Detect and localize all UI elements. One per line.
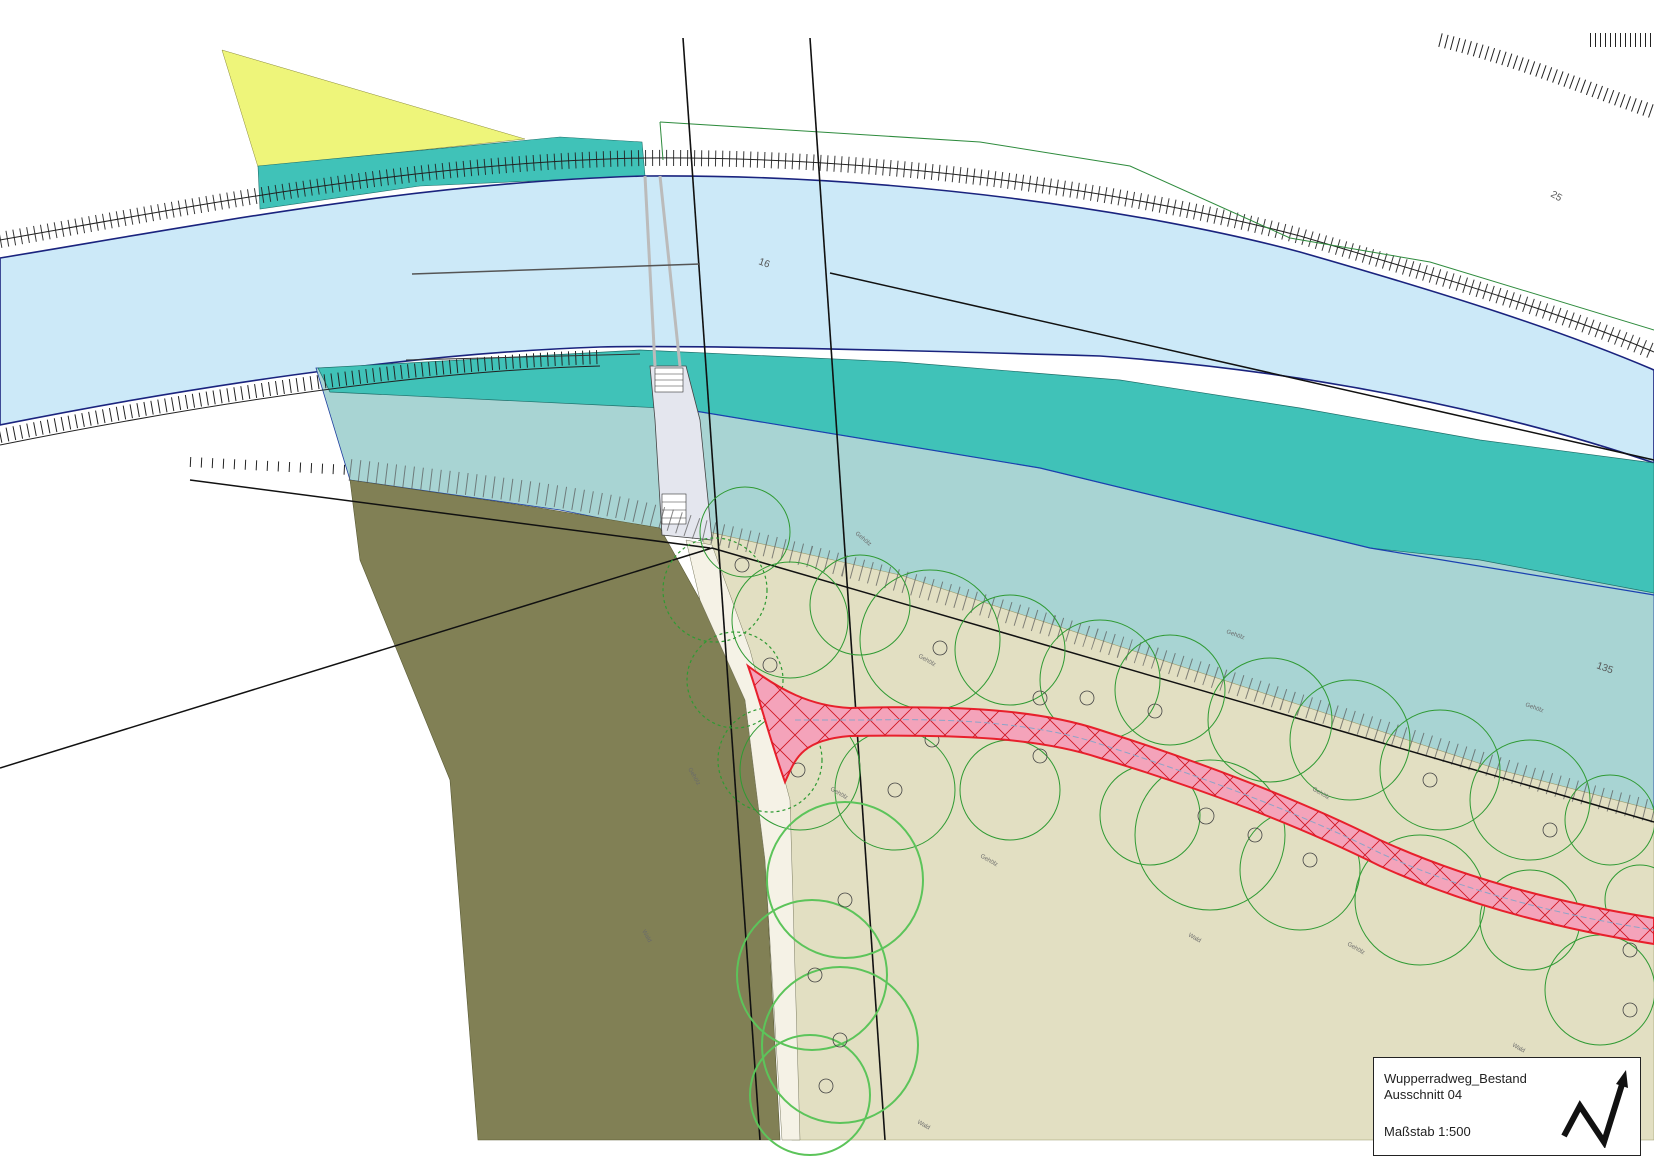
tree-trunks (734, 557, 1638, 1094)
tree-trunk (1302, 852, 1318, 868)
tree-trunk (734, 557, 750, 573)
river-wupper (0, 175, 1654, 464)
survey-boundary (659, 121, 1654, 331)
tree-trunk (1247, 827, 1263, 843)
tree-trunk (832, 1032, 848, 1048)
parcel-number-16: 16 (757, 256, 772, 270)
tree-canopy (761, 966, 919, 1124)
utility-line-2 (809, 37, 886, 1141)
tree-canopy (699, 486, 791, 578)
tree-trunk (1622, 942, 1638, 958)
tree-canopy (1469, 739, 1591, 861)
plan-scale: Maßstab 1:500 (1384, 1124, 1471, 1139)
tree-trunk (818, 1078, 834, 1094)
bike-path-centerline (795, 719, 1654, 931)
tree-canopy (717, 707, 823, 813)
tree-canopy (1207, 657, 1333, 783)
tree-trunk (1079, 690, 1095, 706)
slope-hatching-north (0, 157, 1654, 353)
slope-hatching-south (0, 350, 601, 443)
tree-canopy (1289, 679, 1411, 801)
land-use-label: Wald (1511, 1043, 1526, 1055)
tree-canopies-dotted (662, 537, 823, 813)
land-use-label: Wald (1187, 933, 1202, 945)
tree-canopy (731, 561, 849, 679)
slope-hatching-northeast (1438, 33, 1654, 119)
plan-subtitle: Ausschnitt 04 (1384, 1087, 1463, 1102)
section-line-2 (829, 272, 1654, 461)
tree-trunk (1422, 772, 1438, 788)
tree-trunk (837, 892, 853, 908)
tree-canopy (1379, 709, 1501, 831)
title-block: Wupperradweg_Bestand Ausschnitt 04 Maßst… (1373, 1057, 1641, 1156)
tree-trunk (1622, 1002, 1638, 1018)
tree-canopy (1114, 634, 1226, 746)
stair-lower (661, 493, 687, 525)
tree-canopies-bright (736, 801, 924, 1156)
tree-canopy (1134, 759, 1286, 911)
tree-trunk (887, 782, 903, 798)
section-line-5 (711, 547, 1654, 823)
tree-canopy (1564, 774, 1654, 866)
tree-trunk (932, 640, 948, 656)
land-use-label: Wald (640, 929, 652, 944)
land-use-label: Wald (916, 1120, 931, 1132)
parcel-number-25: 25 (1549, 189, 1565, 204)
tree-canopy (809, 554, 911, 656)
tree-canopy (766, 801, 924, 959)
tree-canopy (662, 537, 768, 643)
section-line-4 (0, 547, 713, 769)
north-arrow-icon (1561, 1070, 1628, 1148)
section-line-3 (189, 479, 711, 549)
tree-canopy (954, 594, 1066, 706)
embankment-edge-line (682, 408, 1654, 596)
tree-trunk (1197, 807, 1215, 825)
section-line-1 (411, 263, 701, 275)
tree-trunk (807, 967, 823, 983)
tree-trunk (1032, 748, 1048, 764)
tree-trunk (1147, 703, 1163, 719)
tree-trunk (762, 657, 778, 673)
tree-canopy (749, 1034, 871, 1156)
utility-line-1 (682, 37, 761, 1141)
tree-trunk (1032, 690, 1048, 706)
plan-title: Wupperradweg_Bestand (1384, 1071, 1527, 1086)
tree-canopy (686, 631, 784, 729)
tree-canopy (736, 899, 888, 1051)
tree-trunk (1542, 822, 1558, 838)
